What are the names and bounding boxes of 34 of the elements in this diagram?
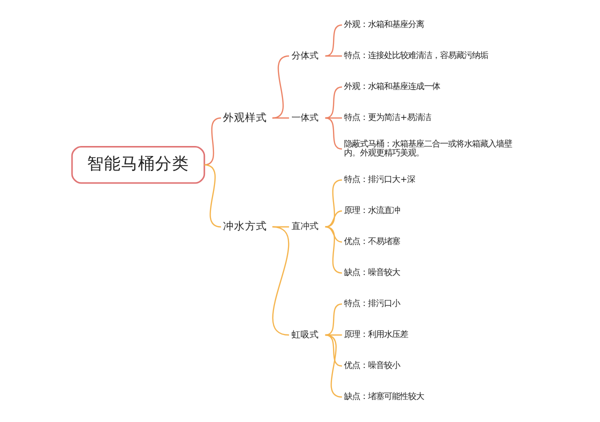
- connector: [325, 210, 342, 228]
- connector: [325, 334, 342, 398]
- connector: [325, 55, 342, 57]
- node-text: 虹吸式: [291, 330, 318, 340]
- node-text: 外观：水箱和基座连成一体: [344, 81, 440, 92]
- connector: [325, 117, 342, 119]
- connector: [325, 24, 342, 57]
- node-text: 特点：连接处比较难清洁，容易藏污纳垢: [344, 50, 488, 60]
- node-text: 缺点：堵塞可能性较大: [344, 391, 424, 402]
- node-text: 优点：不易堵塞: [344, 236, 400, 246]
- connector: [325, 86, 342, 119]
- node-text: 外观：水箱和基座分离: [344, 19, 424, 30]
- connector: [325, 226, 342, 243]
- connector: [272, 117, 290, 119]
- connector: [325, 334, 342, 367]
- connector: [272, 55, 290, 119]
- node-box: 智能马桶分类: [71, 146, 206, 184]
- node-text: 一体式: [291, 113, 318, 124]
- node-text: 原理：利用水压差: [344, 329, 408, 340]
- node-text: 特点：排污口小: [344, 298, 400, 308]
- connector: [204, 164, 222, 228]
- connector: [325, 303, 342, 336]
- connector: [325, 117, 342, 150]
- node-text: 冲水方式: [223, 220, 268, 233]
- node-text: 原理：水流直冲: [344, 205, 400, 216]
- node-text: 分体式: [291, 51, 318, 62]
- node-text: 直冲式: [291, 222, 318, 232]
- node-text: 外观样式: [223, 112, 268, 124]
- connector: [272, 226, 290, 336]
- node-text: 隐蔽式马桶：水箱基座二合一或将水箱藏入墙壁内。外观更精巧美观。: [344, 138, 512, 158]
- node-text: 优点：噪音较小: [344, 360, 400, 370]
- node-text: 特点：排污口大+深: [344, 174, 416, 184]
- node-text: 缺点：噪音较大: [344, 267, 400, 278]
- node-text: 特点：更为简洁+易清洁: [344, 112, 432, 122]
